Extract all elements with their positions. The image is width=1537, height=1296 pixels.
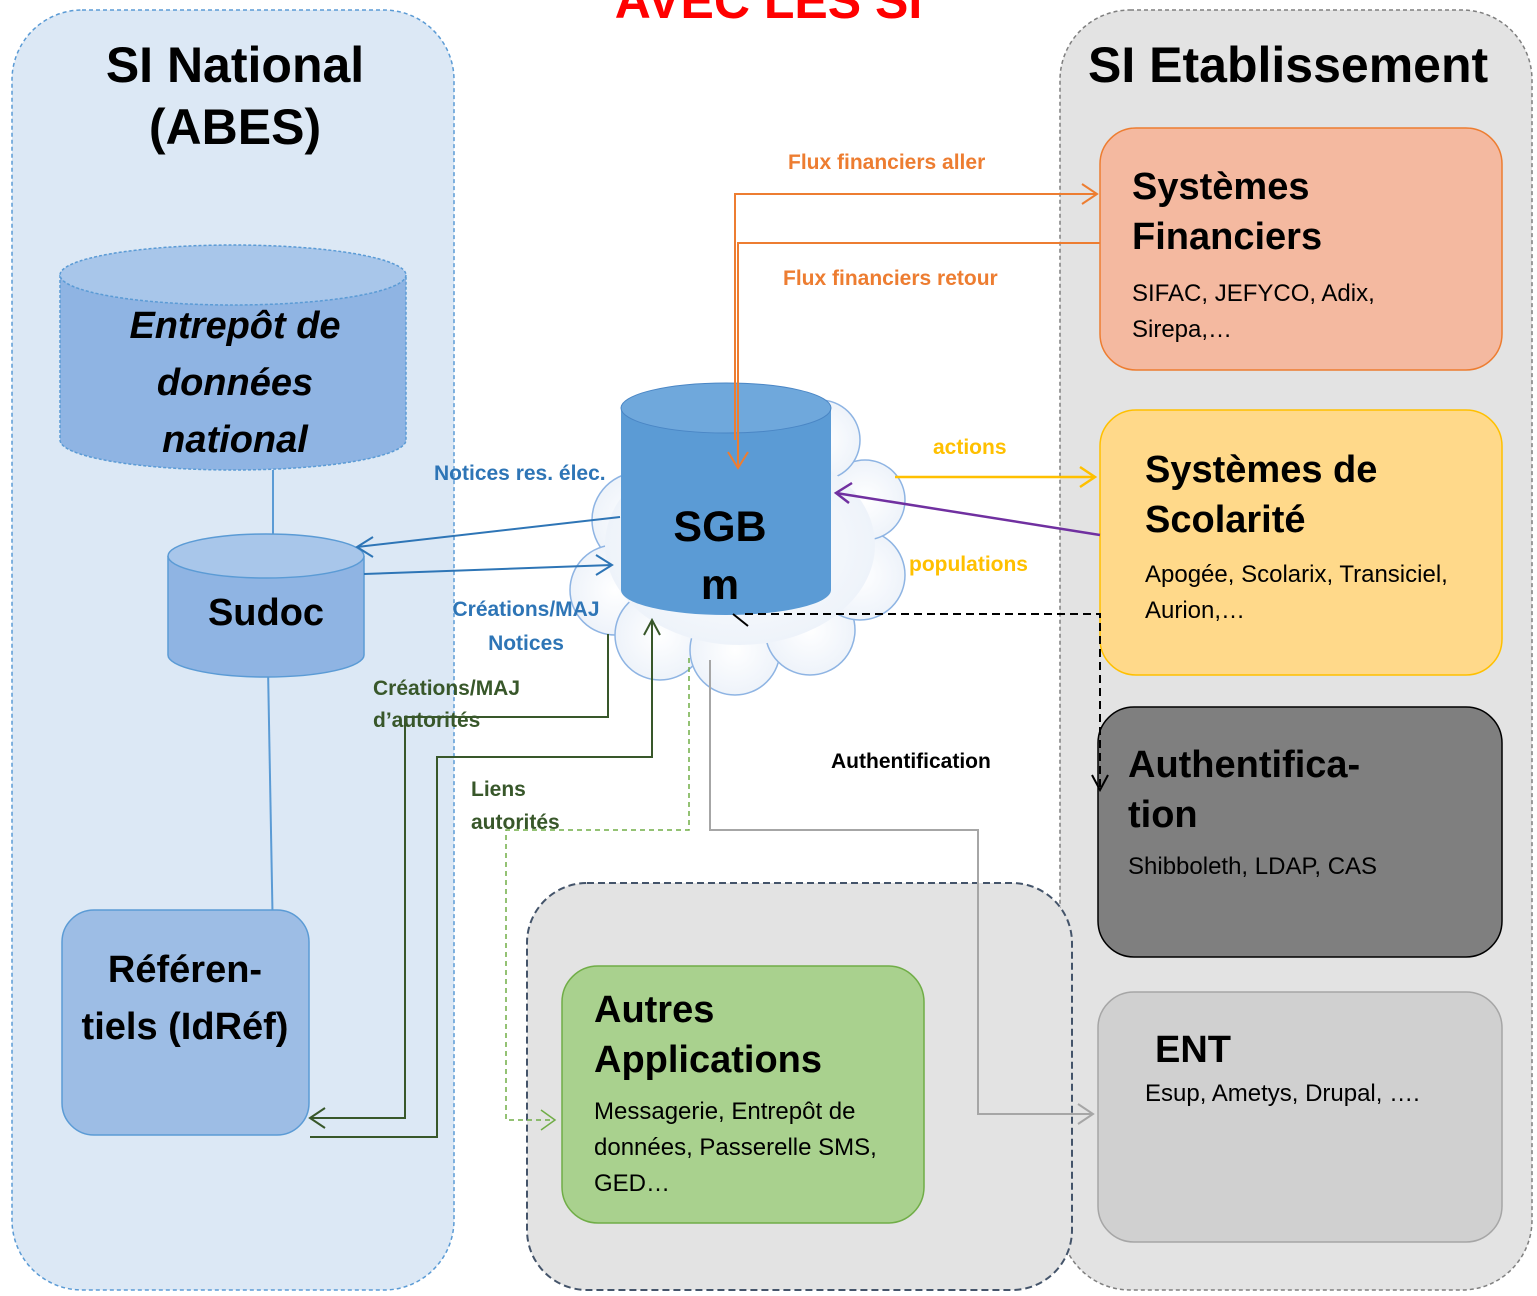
flux-retour-label: Flux financiers retour bbox=[783, 267, 998, 290]
scolarite-detail: Apogée, Scolarix, Transiciel, Aurion,… bbox=[1145, 561, 1448, 624]
financiers-box bbox=[1099, 127, 1503, 371]
entrepot-label: Entrepôt de données national bbox=[129, 305, 341, 461]
ent-auth-edge bbox=[709, 660, 1095, 1125]
notices-res-label: Notices res. élec. bbox=[434, 462, 606, 485]
liens-autorites-edge bbox=[505, 658, 690, 1131]
ent-detail: Esup, Ametys, Drupal, …. bbox=[1145, 1080, 1420, 1107]
authentification-edge-label: Authentification bbox=[831, 750, 991, 773]
creations-autorites-label: Créations/MAJ d’autorités bbox=[373, 677, 521, 732]
actions-edge bbox=[895, 465, 1098, 489]
sgbm-cylinder bbox=[620, 382, 832, 615]
sudoc-cylinder bbox=[167, 533, 365, 678]
authentification-box bbox=[1097, 706, 1503, 958]
autres-box bbox=[561, 965, 925, 1224]
flux-aller-label: Flux financiers aller bbox=[788, 151, 986, 174]
referentiels-label: Référen-tiels (IdRéf) bbox=[81, 949, 289, 1048]
autres-title: Autres Applications bbox=[594, 989, 823, 1081]
populations-edge bbox=[833, 481, 1101, 537]
authentification-detail: Shibboleth, LDAP, CAS bbox=[1128, 853, 1378, 880]
zone-etablissement-title: SI Etablissement bbox=[1088, 37, 1489, 93]
actions-label: actions bbox=[933, 436, 1007, 459]
ent-box bbox=[1097, 991, 1503, 1243]
scolarite-box bbox=[1099, 409, 1503, 676]
notices-edges bbox=[355, 516, 621, 576]
sgbm-label: SGBm bbox=[673, 503, 767, 609]
entrepot-cylinder bbox=[59, 244, 407, 471]
ent-title: ENT bbox=[1155, 1029, 1231, 1071]
authentification-title: Authentifica-tion bbox=[1128, 744, 1361, 836]
autorites-edges bbox=[308, 617, 661, 1138]
creations-notices-label: Créations/MAJ Notices bbox=[452, 598, 600, 655]
sudoc-label: Sudoc bbox=[207, 592, 325, 634]
flux-financiers-edges bbox=[727, 183, 1100, 470]
referentiels-box bbox=[61, 909, 310, 1136]
financiers-detail: SIFAC, JEFYCO, Adix, Sirepa,… bbox=[1132, 280, 1375, 343]
financiers-title: Systèmes Financiers bbox=[1132, 166, 1323, 258]
sgbm-auth-edge bbox=[732, 613, 1109, 793]
zone-national-title: SI National (ABES) bbox=[105, 37, 365, 155]
liens-autorites-label: Liens autorités bbox=[471, 778, 560, 834]
scolarite-title: Systèmes de Scolarité bbox=[1145, 449, 1378, 541]
page-title: AVEC LES SI bbox=[614, 0, 923, 29]
populations-label: populations bbox=[909, 553, 1028, 576]
autres-detail: Messagerie, Entrepôt de données, Passere… bbox=[594, 1098, 877, 1197]
